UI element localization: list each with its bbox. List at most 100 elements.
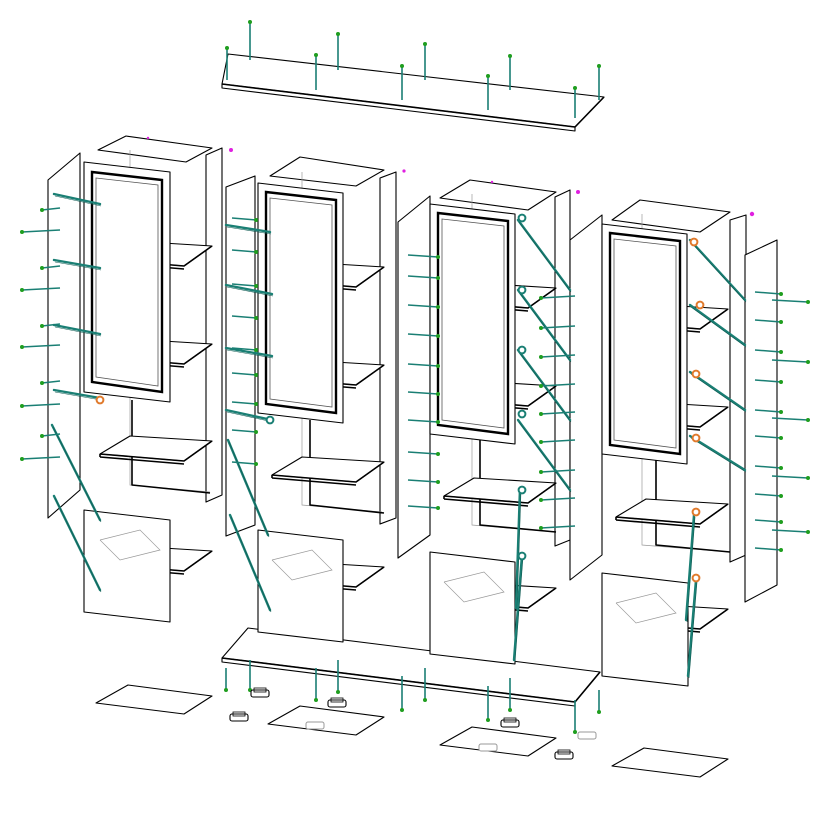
shelf [95, 684, 213, 715]
dowel [41, 433, 61, 437]
dowel [540, 354, 576, 358]
assembly-guides [50, 192, 747, 679]
assembly-guide [686, 578, 698, 678]
assembly-guide [688, 370, 747, 412]
hinge [517, 345, 527, 355]
dowel [407, 479, 439, 483]
dowel [754, 409, 782, 413]
dowel [231, 372, 257, 376]
hinge [517, 285, 527, 295]
hinge [691, 573, 701, 583]
dowel [754, 465, 782, 469]
dowel [41, 265, 61, 269]
dowel [231, 283, 257, 287]
dowel [407, 419, 439, 423]
markers [146, 136, 755, 217]
dowel [754, 435, 782, 439]
glass-door-3 [429, 203, 516, 445]
dowel [540, 525, 576, 529]
dowel [21, 229, 61, 233]
glass-door-2 [257, 182, 344, 424]
dowel [540, 497, 576, 501]
assembly-guide [516, 348, 572, 422]
dowel [231, 401, 257, 405]
foot [250, 687, 270, 698]
side-panels [47, 147, 778, 603]
foot [554, 749, 574, 760]
shelf [439, 726, 557, 757]
dowel [540, 325, 576, 329]
hinge [95, 395, 105, 405]
hinges [95, 213, 705, 583]
dowel [754, 291, 782, 295]
assembly-guide [224, 346, 274, 358]
assembly-guide [52, 388, 102, 400]
dowel [231, 249, 257, 253]
assembly-guide [688, 434, 747, 472]
glass-doors [83, 161, 688, 465]
dowel [231, 315, 257, 319]
dowel [407, 391, 439, 395]
foot [478, 743, 498, 752]
dowel [407, 304, 439, 308]
foot [305, 721, 325, 730]
shelf [615, 498, 729, 525]
glass-door-1 [83, 161, 171, 403]
dowel [540, 469, 576, 473]
dowel [407, 363, 439, 367]
dowel [231, 461, 257, 465]
dowel [21, 287, 61, 291]
foot [500, 717, 520, 728]
dowel [231, 217, 257, 221]
shelf [267, 705, 385, 736]
dowel [21, 456, 61, 460]
assembly-guide [514, 486, 522, 610]
dowel [41, 207, 61, 211]
hinge [691, 369, 701, 379]
dowel [407, 254, 439, 258]
dowel [407, 275, 439, 279]
assembly-guide [224, 283, 274, 296]
dowel [41, 380, 61, 384]
dowel [231, 347, 257, 351]
dowel [21, 403, 61, 407]
dowels [20, 20, 810, 734]
dowel [771, 475, 809, 479]
assembly-guide [684, 513, 696, 622]
assembly-guide [52, 323, 102, 336]
cabinet-bodies [97, 135, 731, 553]
assembly-guide [516, 218, 572, 292]
dowel [540, 383, 576, 387]
hinge [517, 551, 527, 561]
dowel [41, 323, 61, 327]
assembly-guide [52, 192, 102, 206]
dowel [407, 333, 439, 337]
dowel [754, 319, 782, 323]
assembly-guide [512, 553, 524, 662]
hinge [691, 433, 701, 443]
feet [229, 687, 597, 760]
assembly-guide [688, 238, 747, 302]
dowel [771, 529, 809, 533]
dowel [771, 417, 809, 421]
hinge [265, 415, 275, 425]
hinge [691, 507, 701, 517]
dowel [754, 379, 782, 383]
dowel [754, 519, 782, 523]
foot [577, 731, 597, 740]
hinge [517, 485, 527, 495]
shelf [99, 435, 213, 462]
dowel [407, 451, 439, 455]
top-panel [221, 53, 605, 132]
assembly-guide [52, 258, 102, 270]
dowel [754, 349, 782, 353]
assembly-guide [688, 303, 747, 347]
dowel [540, 295, 576, 299]
glass-door-4 [601, 223, 688, 465]
hinge [695, 300, 705, 310]
assembly-guide [516, 418, 572, 492]
shelf [611, 747, 729, 778]
assembly-guide [224, 223, 272, 234]
dowel [407, 505, 439, 509]
